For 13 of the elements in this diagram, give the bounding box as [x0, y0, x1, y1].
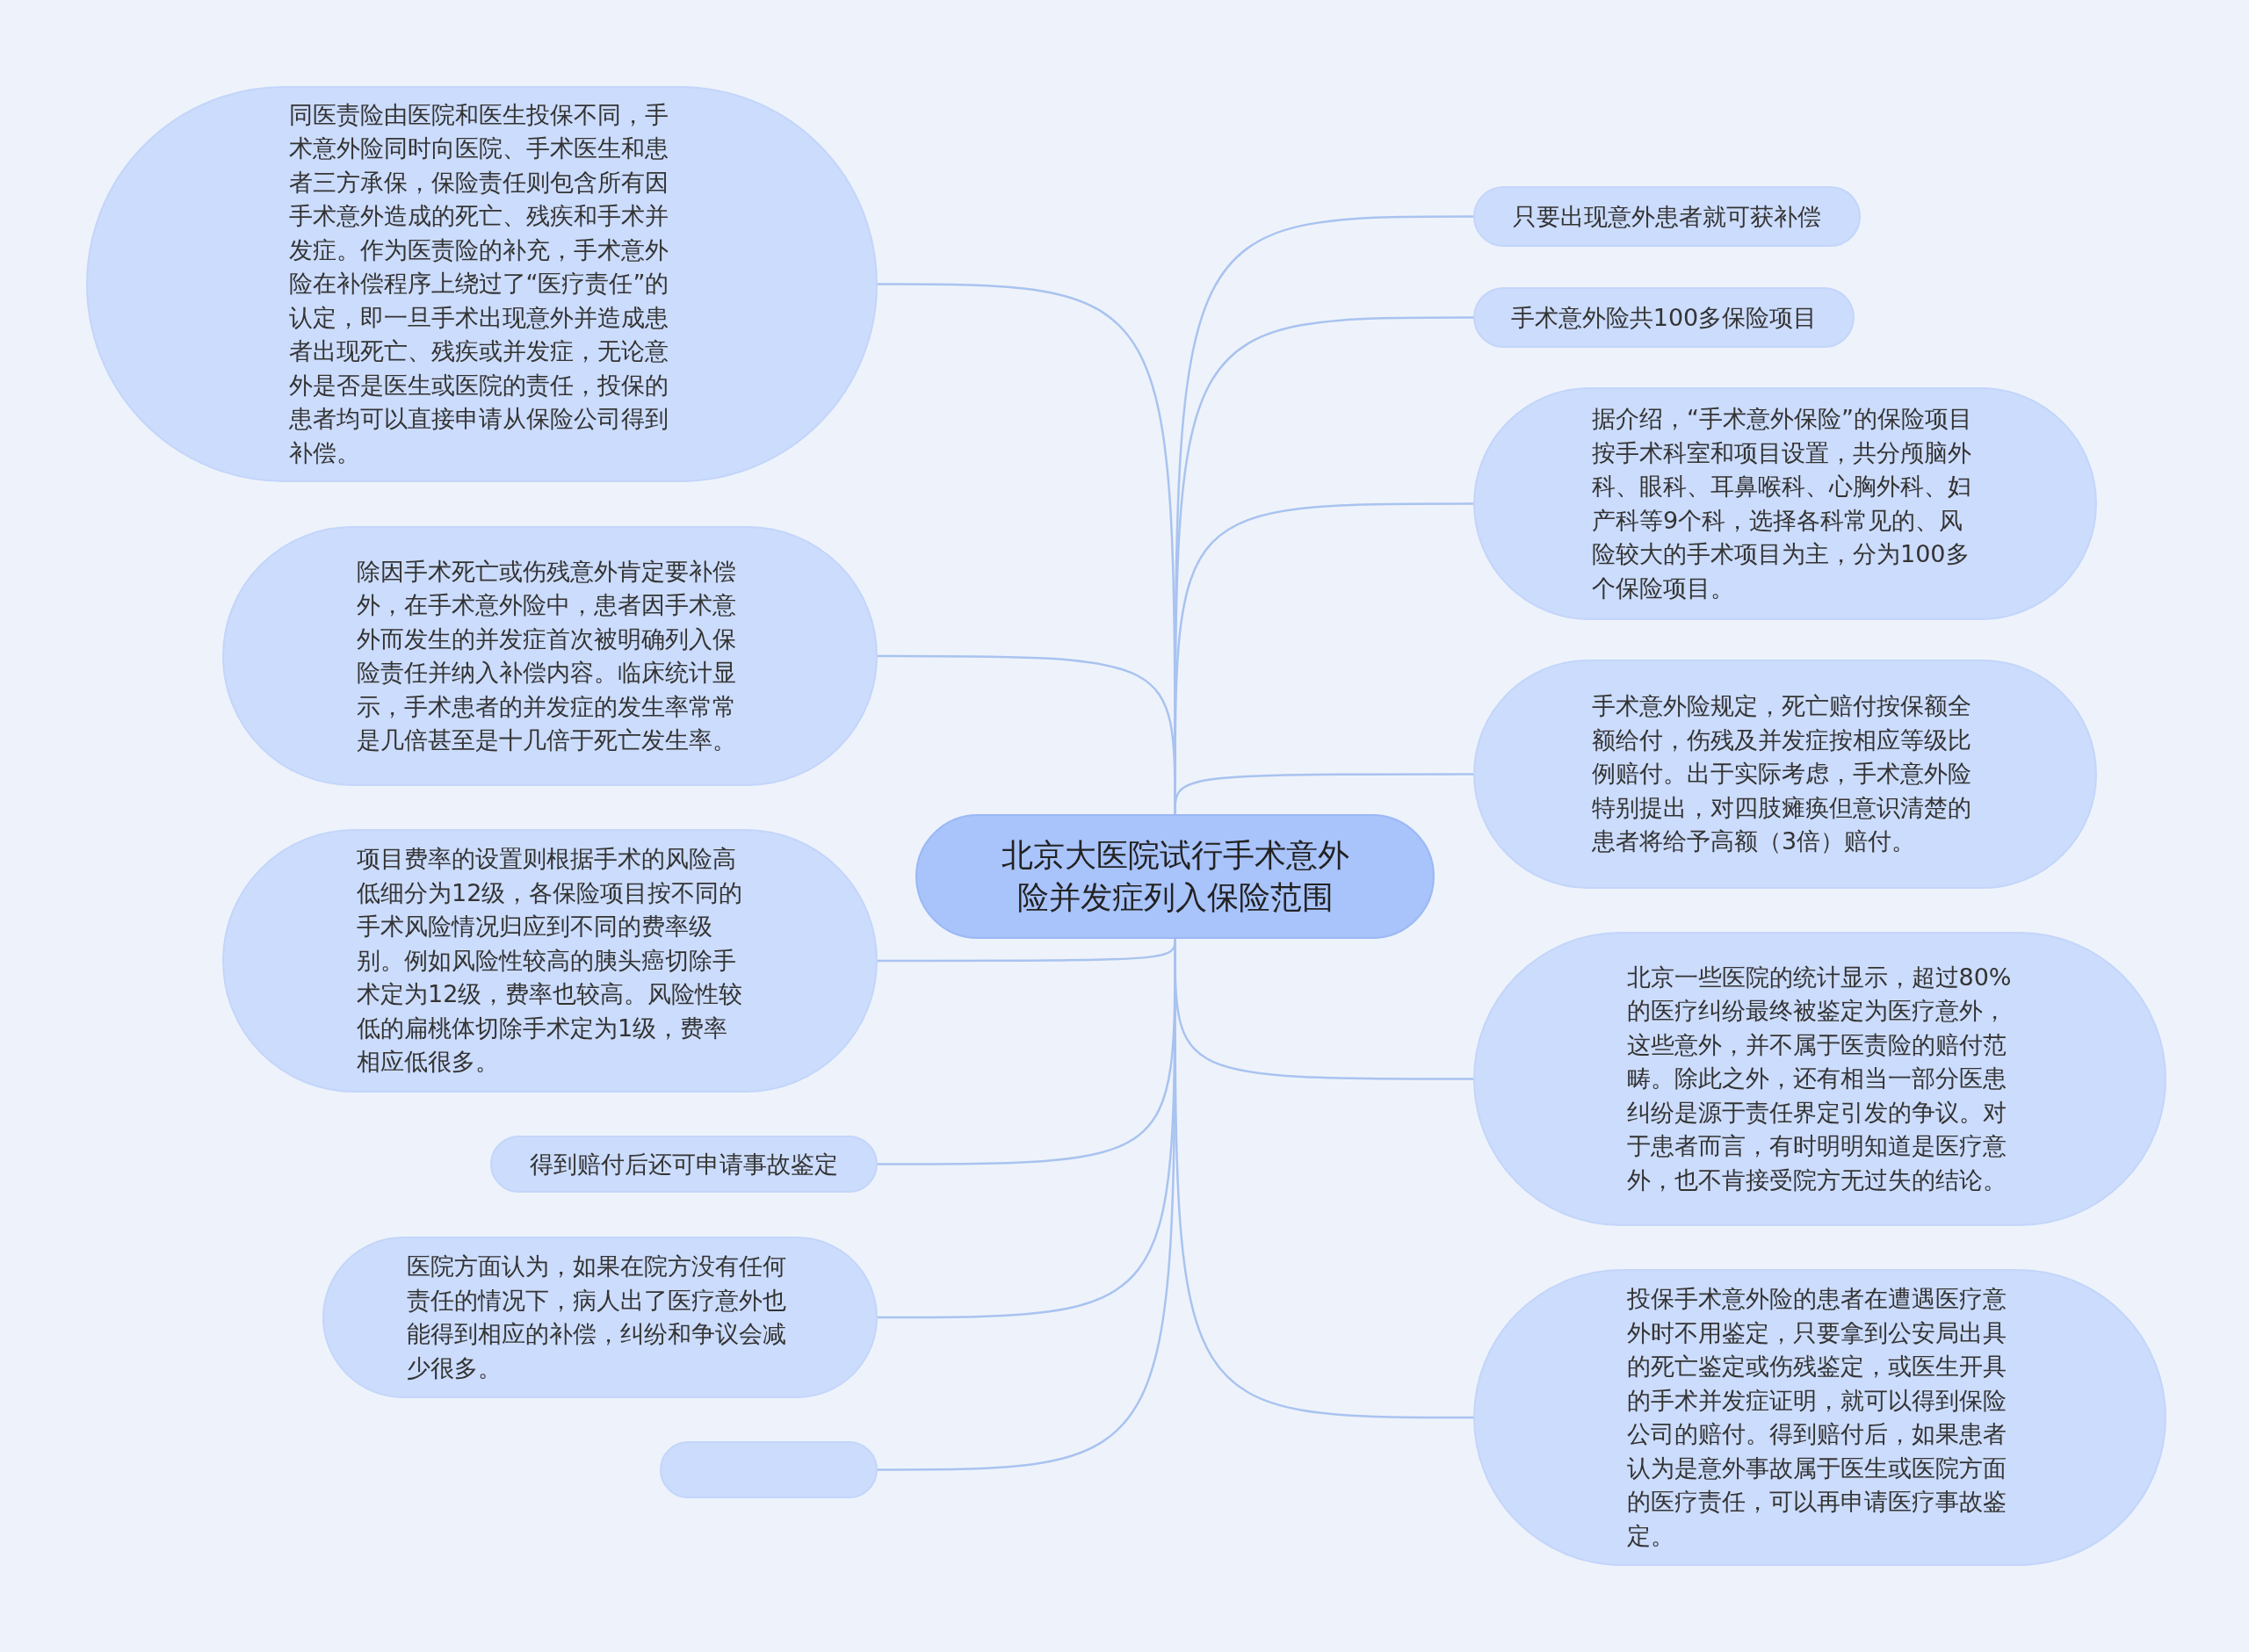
topic-text: 医院方面认为，如果在院方没有任何责任的情况下，病人出了医疗意外也能得到相应的补偿，纠纷和争议会减少很多。: [407, 1252, 787, 1383]
topic-text: 手术意外险规定，死亡赔付按保额全额给付，伤残及并发症按相应等级比例赔付。出于实际考虑，手术意外险特别提出，对四肢瘫痪但意识清楚的患者将给予高额（3倍）赔付。: [1592, 691, 1972, 857]
topic-text: 手术意外险共100多保险项目: [1510, 302, 1818, 333]
connector-line: [1174, 773, 1473, 815]
topic-text: 据介绍，“手术意外保险”的保险项目按手术科室和项目设置，共分颅脑外科、眼科、耳鼻喉科、心胸外科、妇产科等9个科，选择各科常见的、风险较大的手术项目为主，分为100多个保险项目。: [1592, 404, 1973, 603]
topic-text: 投保手术意外险的患者在遭遇医疗意外时不用鉴定，只要拿到公安局出具的死亡鉴定或伤残鉴定，或医生开具的手术并发症证明，就可以得到保险公司的赔付。得到赔付后，如果患者认为是意外事故属于医生或医院方面的医疗责任，可以再申请医疗事故鉴定。: [1626, 1284, 2007, 1551]
topic-text: 北京一些医院的统计显示，超过80%的医疗纠纷最终被鉴定为医疗意外，这些意外，并不属于医责险的赔付范畴。除此之外，还有相当一部分医患纠纷是源于责任界定引发的争议。对于患者而言，有时明明知道是医疗意外，也不肯接受院方无过失的结论。: [1626, 962, 2013, 1195]
topic-title: 北京大医院试行手术意外险并发症列入保险范围: [1000, 836, 1350, 917]
topic-text: 得到赔付后还可申请事故鉴定: [530, 1149, 838, 1179]
topic-text: 同医责险由医院和医生投保不同，手术意外险同时向医院、手术医生和患者三方承保，保险责任则包含所有因手术意外造成的死亡、残疾和手术并发症。作为医责险的补充，手术意外险在补偿程序上绕过了“医疗责任”的认定，即一旦手术出现意外并造成患者出现死亡、残疾或并发症，无论意外是否是医生或医院的责任，投保的患者均可以直接申请从保险公司得到补偿。: [288, 99, 670, 468]
topic-text: 只要出现意外患者就可获补偿: [1513, 201, 1821, 232]
topic-text: 除因手术死亡或伤残意外肯定要补偿外，在手术意外险中，患者因手术意外而发生的并发症首次被明确列入保险责任并纳入补偿内容。临床统计显示，手术患者的并发症的发生率常常是几倍甚至是十几倍于死亡发生率。: [357, 556, 737, 755]
topic-text: 项目费率的设置则根据手术的风险高低细分为12级，各保险项目按不同的手术风险情况归应到不同的费率级别。例如风险性较高的胰头癌切除手术定为12级，费率也较高。风险性较低的扁桃体切除手术定为1级，费率相应低很多。: [357, 844, 743, 1078]
